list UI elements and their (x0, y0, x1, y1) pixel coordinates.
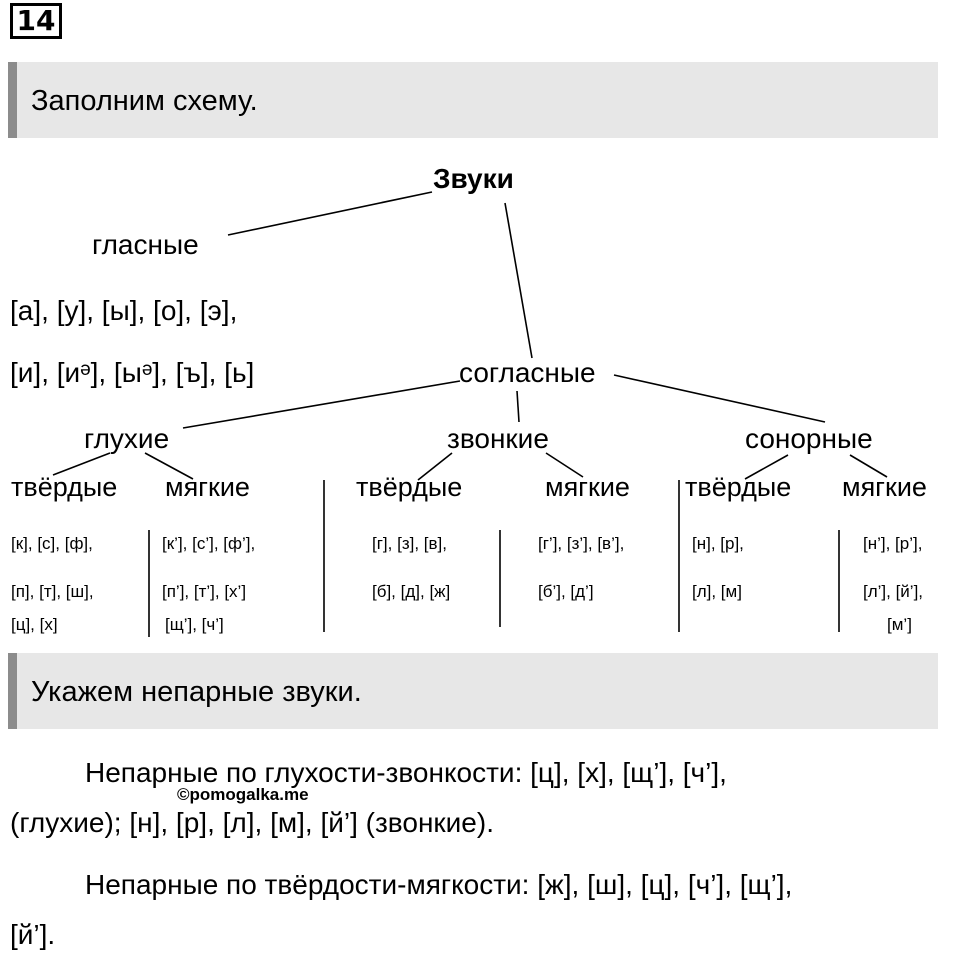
section-title: Заполним схему. (31, 85, 258, 117)
voiceless-soft-label: мягкие (165, 472, 250, 502)
sonorant-soft-line: [м’] (887, 615, 912, 634)
voiceless-hard-label: твёрдые (11, 472, 118, 502)
sonorant-soft-line: [н’], [р’], (863, 534, 923, 553)
vowels-line-1: [а], [у], [ы], [о], [э], (10, 295, 238, 326)
sonorant-hard-line: [н], [р], (692, 534, 744, 553)
line-consonants-sonorant (613, 374, 826, 423)
line-voiced-soft (545, 452, 584, 478)
line-voiced-hard (417, 452, 453, 481)
line-sonorant-hard (744, 454, 789, 480)
voiced-hard-line: [г], [з], [в], (372, 534, 447, 553)
voiced-label: звонкие (447, 423, 549, 454)
sonorant-hard-line: [л], [м] (692, 582, 742, 601)
line-consonants-voiceless (182, 380, 461, 429)
voiceless-label: глухие (84, 423, 170, 454)
voiceless-hard-line: [ц], [х] (11, 615, 58, 634)
voiceless-soft-line: [к’], [с’], [ф’], (162, 534, 256, 553)
voiced-soft-line: [г’], [з’], [в’], (538, 534, 625, 553)
line-voiceless-soft (144, 452, 194, 480)
voiced-hard-line: [б], [д], [ж] (372, 582, 451, 601)
voiced-soft-label: мягкие (545, 472, 630, 502)
watermark: ©pomogalka.me (177, 785, 309, 804)
sonorant-soft-line: [л’], [й’], (863, 582, 924, 601)
line-root-vowels (227, 191, 433, 236)
paragraph-1-line-1: Непарные по глухости-звонкости: [ц], [х]… (85, 757, 727, 788)
line-consonants-voiced (516, 390, 520, 423)
paragraph-2-line-1: Непарные по твёрдости-мягкости: [ж], [ш]… (85, 869, 793, 900)
sonorant-soft-label: мягкие (842, 472, 927, 502)
line-voiceless-hard (52, 452, 111, 476)
vowels-line-2: [и], [иᵊ], [ыᵊ], [ъ], [ь] (10, 357, 255, 388)
section-header-scheme: Заполним схему. (8, 62, 938, 138)
voiceless-hard-line: [к], [с], [ф], (11, 534, 93, 553)
paragraph-2-line-2: [й’]. (10, 919, 56, 950)
voiceless-soft-line: [п’], [т’], [х’] (162, 582, 247, 601)
line-sonorant-soft (849, 454, 888, 478)
section-header-unpaired: Укажем непарные звуки. (8, 653, 938, 729)
paragraph-1-line-2: (глухие); [н], [р], [л], [м], [й’] (звон… (10, 807, 494, 838)
voiceless-soft-line: [щ’], [ч’] (165, 615, 224, 634)
line-root-consonants (504, 202, 533, 359)
voiced-hard-label: твёрдые (356, 472, 463, 502)
sonorant-hard-label: твёрдые (685, 472, 792, 502)
voiceless-hard-line: [п], [т], [ш], (11, 582, 94, 601)
section-title: Укажем непарные звуки. (31, 676, 362, 708)
vowels-label: гласные (92, 229, 199, 260)
sonorant-label: сонорные (745, 423, 873, 454)
voiced-soft-line: [б’], [д’] (538, 582, 594, 601)
scheme-root: Звуки (433, 163, 514, 194)
task-number: 14 (10, 3, 62, 39)
consonants-label: согласные (459, 357, 596, 388)
